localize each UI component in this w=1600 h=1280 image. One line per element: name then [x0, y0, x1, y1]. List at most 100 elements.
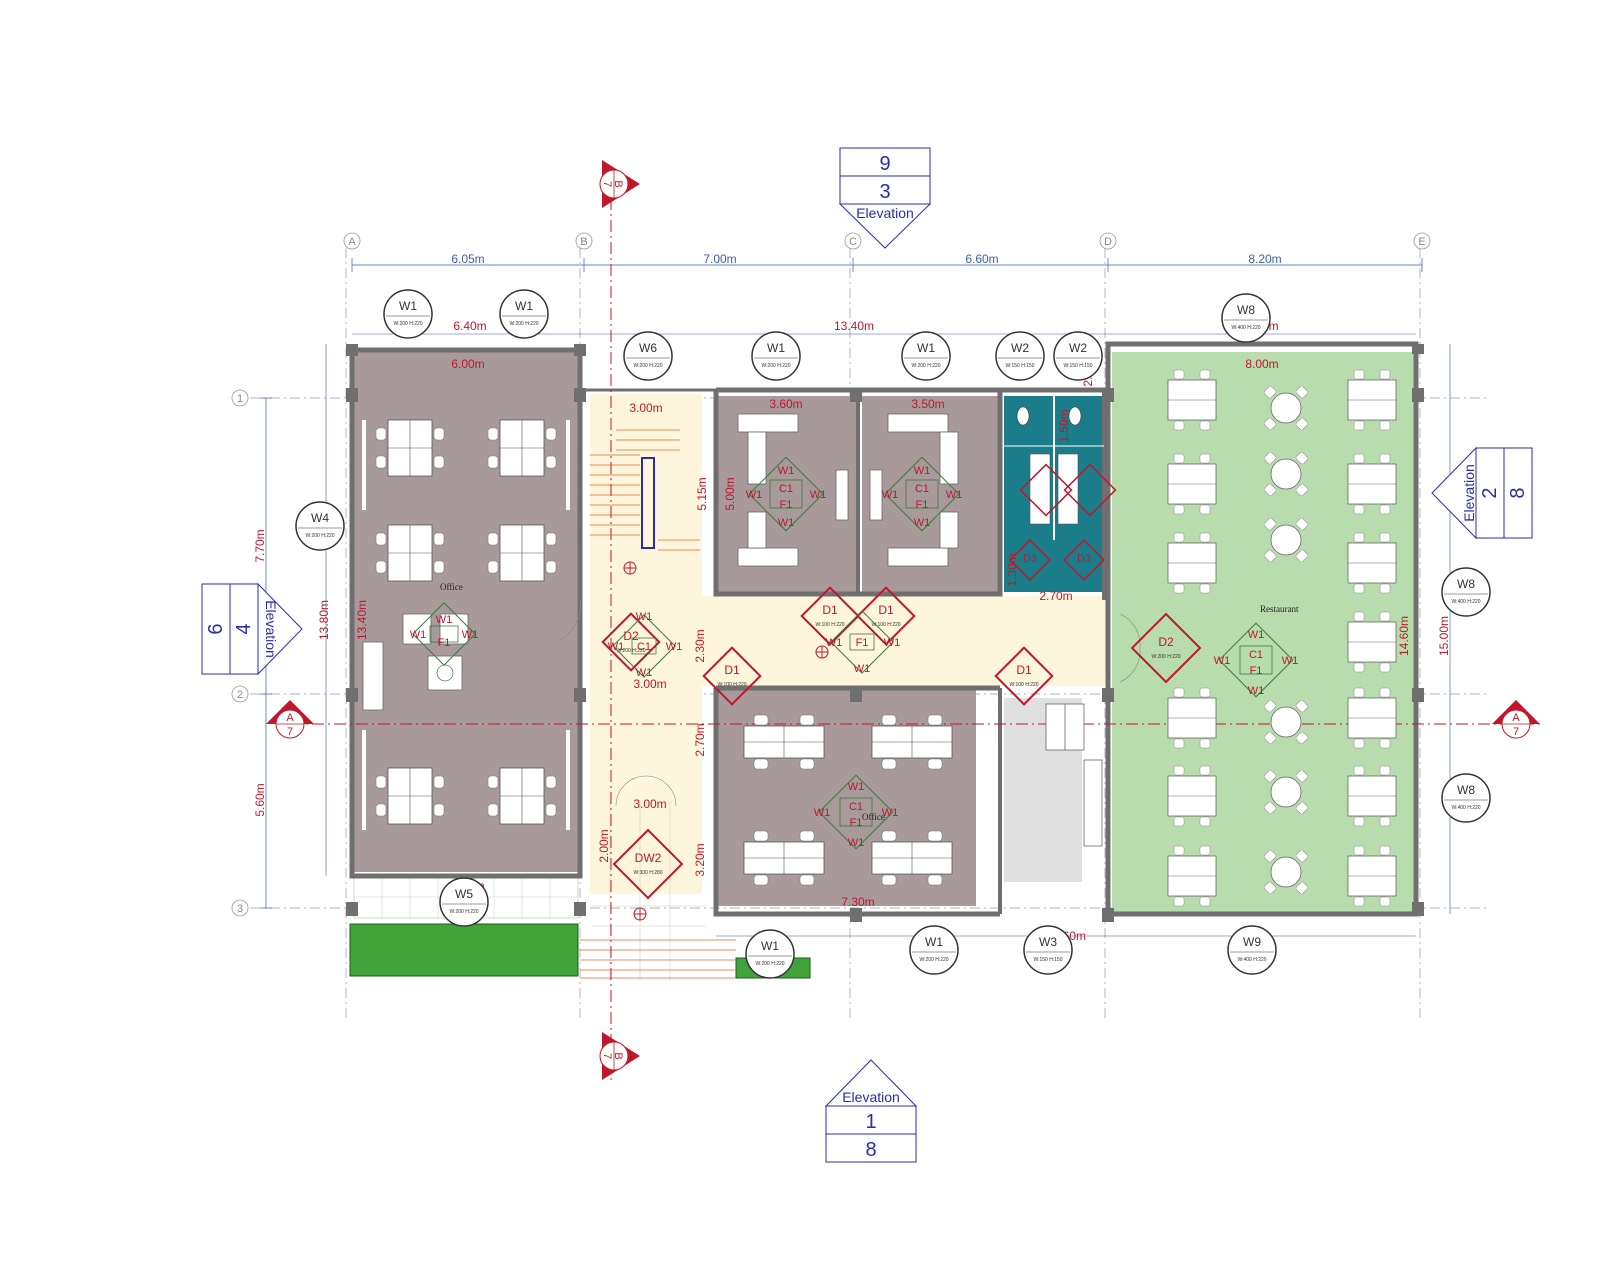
svg-text:W:150 H:150: W:150 H:150	[1033, 957, 1062, 963]
dim-wc-height: 1.30m	[1005, 553, 1019, 586]
window-tag: W1W:200 H:220	[499, 289, 549, 339]
dim-corr-height: 2.30m	[693, 629, 707, 662]
svg-text:D2: D2	[623, 629, 639, 643]
window-tag: W4W:200 H:220	[295, 501, 345, 551]
svg-text:W1: W1	[462, 629, 479, 641]
window-tag: W1W:200 H:220	[901, 331, 951, 381]
toilet-icon	[1068, 406, 1082, 426]
door-tag: D1W:100 H:220	[994, 646, 1054, 706]
wc-fixtures	[1004, 396, 1104, 540]
window-tag: W8W:400 H:220	[1441, 567, 1491, 617]
svg-text:W5: W5	[455, 887, 473, 901]
grid-col-d: D	[1104, 236, 1112, 248]
section-lines	[290, 176, 1540, 1080]
svg-text:W:200 H:220: W:200 H:220	[509, 321, 538, 327]
bay-dimensions: 6.05m 7.00m 6.60m 8.20m	[351, 252, 1423, 272]
dim-middle-span: 13.40m	[834, 319, 874, 333]
svg-text:D3: D3	[1077, 553, 1091, 565]
finish-tag: W1 C1 W1 W1 W1	[608, 611, 683, 679]
dim-stair-width: 3.00m	[629, 401, 662, 415]
svg-text:W2: W2	[1011, 341, 1029, 355]
svg-text:W:100 H:220: W:100 H:220	[1009, 682, 1038, 688]
svg-text:W:400 H:220: W:400 H:220	[1231, 325, 1260, 331]
dim-right-inner: 8.00m	[1245, 357, 1278, 371]
svg-text:W1: W1	[666, 641, 683, 653]
dim-row-1-2: 7.70m	[253, 529, 267, 562]
svg-text:W1: W1	[778, 517, 795, 529]
window-tag: W1W:200 H:220	[745, 929, 795, 979]
section-marker-b-bottom: B 7	[599, 1032, 640, 1080]
svg-text:Elevation: Elevation	[263, 600, 279, 658]
window-tag: W8W:400 H:220	[1221, 293, 1271, 343]
svg-text:1: 1	[865, 1111, 876, 1133]
section-marker-a-left: A 7	[266, 700, 314, 739]
svg-text:W:400 H:220: W:400 H:220	[1451, 599, 1480, 605]
planter-left	[349, 923, 579, 977]
svg-text:6: 6	[205, 623, 227, 634]
window-tag: W2W:150 H:150	[1053, 331, 1103, 381]
dim-row-2-3: 5.60m	[253, 783, 267, 816]
finish-tag: W1 C1 F1 W1 W1 W1	[1214, 622, 1298, 698]
finish-tag: W1 C1 F1 W1 W1 W1	[746, 456, 826, 532]
finish-tag	[1019, 463, 1073, 517]
door-tag: D1W:100 H:220	[800, 586, 860, 646]
svg-text:W:100 H:220: W:100 H:220	[717, 682, 746, 688]
svg-text:2: 2	[1479, 487, 1501, 498]
dim-left-block-inner: 6.00m	[451, 357, 484, 371]
svg-text:W1: W1	[636, 667, 653, 679]
svg-text:W1: W1	[436, 614, 453, 626]
svg-text:Elevation: Elevation	[1461, 464, 1477, 522]
svg-text:W:100 H:220: W:100 H:220	[871, 622, 900, 628]
svg-text:W1: W1	[761, 939, 779, 953]
svg-text:Elevation: Elevation	[856, 205, 914, 221]
dim-left-block-outer: 6.40m	[453, 319, 486, 333]
svg-text:W:200 H:220: W:200 H:220	[633, 363, 662, 369]
dim-office1-width: 3.60m	[769, 397, 802, 411]
corridor-floor	[590, 596, 1106, 686]
svg-text:A: A	[286, 712, 294, 724]
section-marker-b-top: B 7	[599, 160, 640, 208]
window-tag: W5W:200 H:220	[439, 877, 489, 927]
toilet-icon	[1016, 406, 1030, 426]
svg-text:W3: W3	[1039, 935, 1057, 949]
svg-text:W:400 H:220: W:400 H:220	[1451, 805, 1480, 811]
level-markers	[623, 561, 829, 921]
office-bottom-furniture: Office	[743, 714, 953, 886]
svg-text:W6: W6	[639, 341, 657, 355]
svg-text:W4: W4	[311, 511, 329, 525]
stair-exterior	[580, 939, 736, 979]
grid-row-1: 1	[237, 393, 243, 405]
svg-text:C1: C1	[637, 641, 651, 653]
office-left-label: Office	[440, 582, 463, 592]
grid-col-a: A	[348, 236, 356, 248]
svg-text:W:200 H:220: W:200 H:220	[755, 961, 784, 967]
svg-text:D2: D2	[1158, 635, 1174, 649]
svg-text:7: 7	[1513, 726, 1519, 738]
finish-tag: W1 C1 F1 W1 W1 W1	[882, 456, 962, 532]
svg-text:D1: D1	[822, 603, 838, 617]
svg-text:F1: F1	[1250, 665, 1263, 677]
svg-text:W9: W9	[1243, 935, 1261, 949]
svg-text:W1: W1	[917, 341, 935, 355]
elevation-marker-bottom: Elevation 1 8	[824, 1059, 918, 1163]
svg-text:W1: W1	[884, 637, 901, 649]
dim-left-height-outer: 13.80m	[317, 600, 331, 640]
svg-text:W:100 H:220: W:100 H:220	[815, 622, 844, 628]
svg-text:W8: W8	[1457, 783, 1475, 797]
svg-text:W1: W1	[848, 781, 865, 793]
dim-restaurant-height-outer: 15.00m	[1437, 616, 1451, 656]
svg-text:W:300 H:280: W:300 H:280	[633, 870, 662, 876]
svg-text:W1: W1	[410, 629, 427, 641]
finish-tags: W1 F1 W1 W1 W1 C1 F1 W1 W1 W1 W1 C1 F1 W…	[410, 456, 1298, 850]
restaurant-furniture: Restaurant	[1167, 369, 1397, 907]
office-1-furniture	[737, 413, 849, 567]
door-tag: D3	[1009, 539, 1051, 581]
dim-stair2-height: 3.20m	[693, 843, 707, 876]
kitchen-furniture	[1045, 703, 1103, 847]
stair-main	[590, 429, 700, 551]
svg-text:B: B	[612, 1052, 624, 1059]
dim-office3-width: 7.30m	[841, 895, 874, 909]
door-tags: D2W:200 H:220 D1W:100 H:220 D1W:100 H:22…	[601, 539, 1202, 900]
svg-text:F1: F1	[856, 637, 869, 649]
